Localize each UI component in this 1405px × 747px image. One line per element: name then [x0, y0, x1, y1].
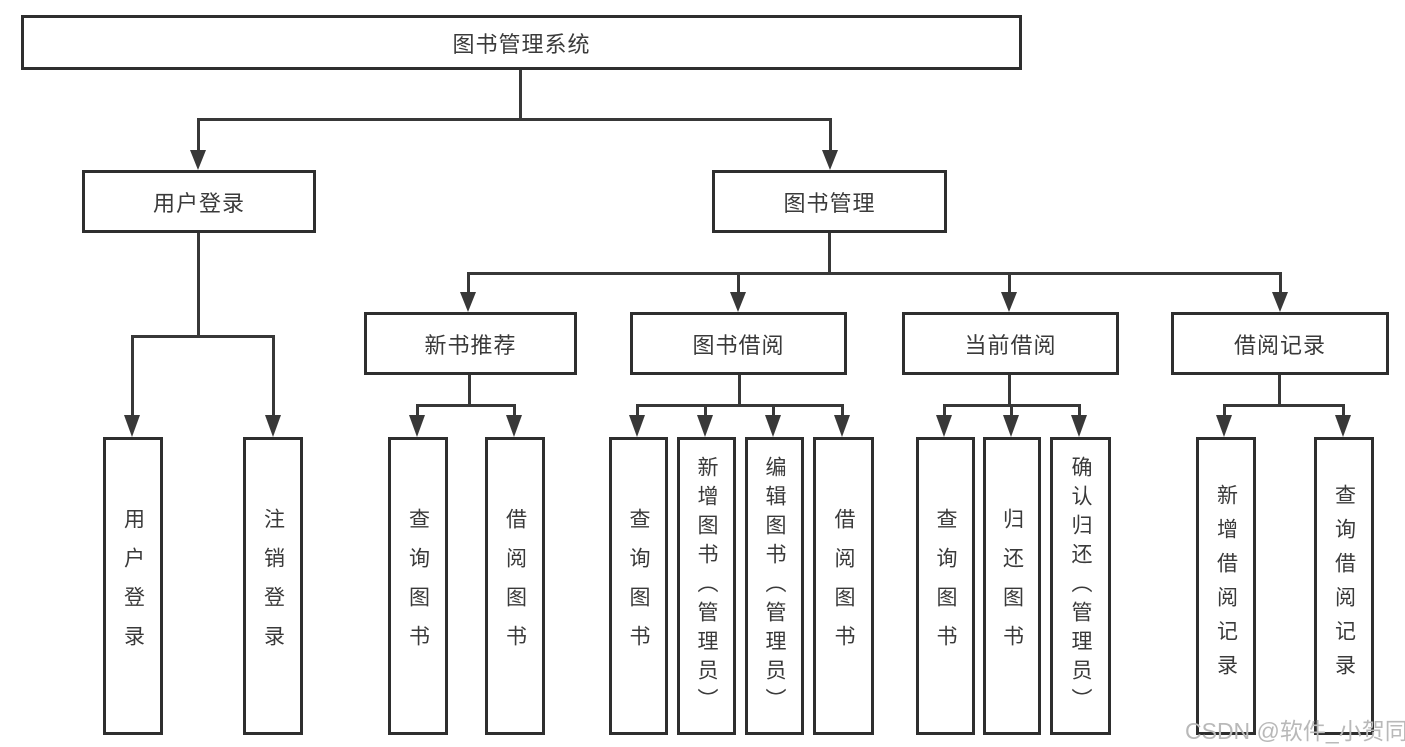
node-current-borrowing: 当前借阅: [902, 312, 1119, 375]
node-label: 归还图书: [1000, 508, 1024, 664]
connector-stem: [737, 272, 740, 292]
node-label: 查询图书: [934, 508, 957, 664]
leaf-query-books-1: 查询图书: [388, 437, 448, 735]
connector-stem: [704, 404, 707, 415]
node-new-book-recommend: 新书推荐: [364, 312, 577, 375]
leaf-add-books-admin: 新增图书（管理员）: [677, 437, 736, 735]
leaf-query-books-3: 查询图书: [916, 437, 975, 735]
arrow-down-icon: [409, 415, 425, 437]
node-book-management: 图书管理: [712, 170, 947, 233]
connector-bookmgmt-horizontal: [467, 272, 1282, 275]
arrow-down-icon: [1272, 292, 1288, 312]
connector-stem: [1279, 272, 1282, 292]
connector-userlogin-horizontal: [131, 335, 275, 338]
connector-stem: [636, 404, 639, 415]
connector-stem: [272, 335, 275, 415]
connector-stem-book-mgmt: [829, 118, 832, 150]
arrow-down-icon: [936, 415, 952, 437]
arrow-down-icon: [765, 415, 781, 437]
arrow-down-icon: [1335, 415, 1351, 437]
connector-stem: [841, 404, 844, 415]
node-label: 借阅图书: [832, 508, 855, 664]
connector-root-horizontal: [197, 118, 832, 121]
node-label: 编辑图书（管理员）: [763, 455, 786, 717]
connector-current-vertical: [1008, 375, 1011, 404]
connector-stem: [1010, 404, 1013, 415]
connector-userlogin-vertical: [197, 233, 200, 335]
node-label: 用户登录: [152, 190, 245, 216]
node-label: 新书推荐: [424, 332, 517, 358]
arrow-down-icon: [697, 415, 713, 437]
node-label: 借阅记录: [1233, 332, 1326, 358]
arrow-down-icon: [1216, 415, 1232, 437]
connector-stem: [1223, 404, 1226, 415]
arrow-down-icon: [460, 292, 476, 312]
arrow-down-icon: [190, 150, 206, 170]
node-label: 图书管理: [783, 190, 876, 216]
connector-stem: [943, 404, 946, 415]
arrow-down-icon: [265, 415, 281, 437]
leaf-borrow-books-2: 借阅图书: [813, 437, 874, 735]
connector-stem: [772, 404, 775, 415]
leaf-return-books: 归还图书: [983, 437, 1041, 735]
leaf-confirm-return-admin: 确认归还（管理员）: [1050, 437, 1111, 735]
node-label: 图书管理系统: [452, 31, 591, 57]
node-book-borrowing: 图书借阅: [630, 312, 847, 375]
arrow-down-icon: [730, 292, 746, 312]
arrow-down-icon: [1003, 415, 1019, 437]
node-label: 查询图书: [406, 508, 430, 664]
connector-stem-user-login: [197, 118, 200, 150]
connector-root-vertical: [519, 70, 522, 118]
connector-stem: [513, 404, 516, 415]
arrow-down-icon: [1001, 292, 1017, 312]
connector-record-vertical: [1278, 375, 1281, 404]
node-label: 查询图书: [627, 508, 650, 664]
leaf-query-books-2: 查询图书: [609, 437, 668, 735]
node-user-login: 用户登录: [82, 170, 316, 233]
node-label: 新增图书（管理员）: [695, 455, 718, 717]
node-label: 当前借阅: [964, 332, 1057, 358]
node-label: 用户登录: [121, 508, 145, 664]
connector-bookmgmt-vertical: [828, 233, 831, 272]
node-root-library-system: 图书管理系统: [21, 15, 1022, 70]
connector-borrow-horizontal: [636, 404, 844, 407]
node-label: 查询借阅记录: [1332, 484, 1356, 688]
leaf-add-borrow-record: 新增借阅记录: [1196, 437, 1256, 735]
connector-stem: [131, 335, 134, 415]
arrow-down-icon: [506, 415, 522, 437]
connector-newbook-horizontal: [416, 404, 516, 407]
connector-stem: [1008, 272, 1011, 292]
arrow-down-icon: [822, 150, 838, 170]
node-label: 确认归还（管理员）: [1069, 455, 1092, 717]
leaf-logout: 注销登录: [243, 437, 303, 735]
leaf-user-login: 用户登录: [103, 437, 163, 735]
connector-borrow-vertical: [738, 375, 741, 404]
connector-newbook-vertical: [468, 375, 471, 404]
connector-stem: [467, 272, 470, 292]
leaf-edit-books-admin: 编辑图书（管理员）: [745, 437, 804, 735]
connector-stem: [416, 404, 419, 415]
connector-stem: [1342, 404, 1345, 415]
arrow-down-icon: [1071, 415, 1087, 437]
arrow-down-icon: [629, 415, 645, 437]
csdn-watermark: CSDN @软件_小贺同学: [1185, 718, 1405, 744]
arrow-down-icon: [834, 415, 850, 437]
node-label: 图书借阅: [692, 332, 785, 358]
connector-record-horizontal: [1223, 404, 1345, 407]
node-label: 注销登录: [261, 508, 285, 664]
node-label: 借阅图书: [503, 508, 527, 664]
leaf-borrow-books-1: 借阅图书: [485, 437, 545, 735]
connector-stem: [1078, 404, 1081, 415]
arrow-down-icon: [124, 415, 140, 437]
node-borrowing-records: 借阅记录: [1171, 312, 1389, 375]
node-label: 新增借阅记录: [1214, 484, 1238, 688]
leaf-query-borrow-record: 查询借阅记录: [1314, 437, 1374, 735]
